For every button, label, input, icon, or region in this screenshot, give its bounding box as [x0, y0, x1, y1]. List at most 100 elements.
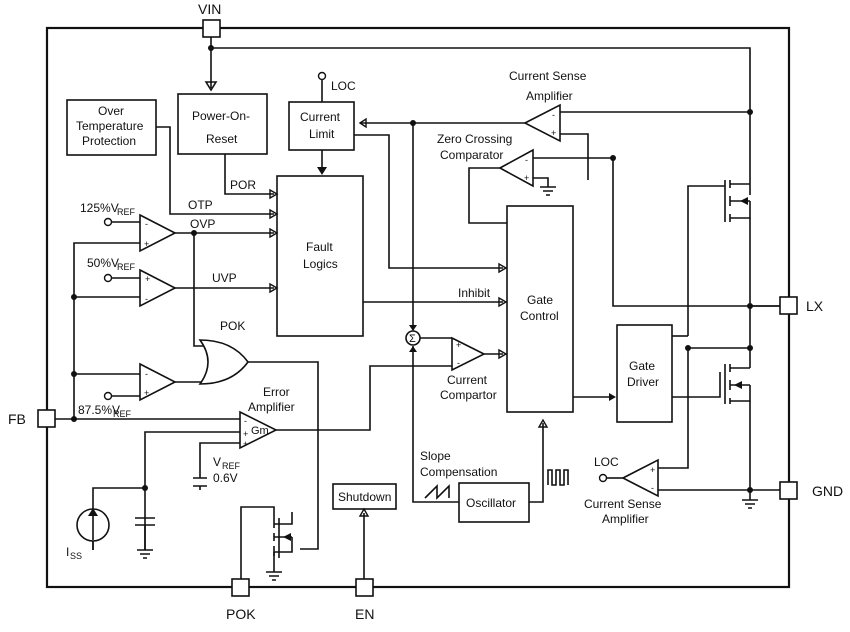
svg-text:-: - [552, 110, 555, 120]
zero-crossing-line1: Zero Crossing [437, 132, 512, 146]
shutdown-label: Shutdown [338, 490, 391, 504]
ref125-label: 125%V [80, 201, 119, 215]
ovp-label: OVP [190, 217, 215, 231]
gate-driver-line2: Driver [627, 375, 659, 389]
fault-logics-line2: Logics [303, 257, 338, 271]
svg-text:+: + [243, 429, 248, 439]
iss-current-source [76, 508, 110, 542]
current-sense-amp-top-line2: Amplifier [526, 89, 573, 103]
gate-driver-block: Gate Driver [616, 324, 673, 423]
pin-en: EN [355, 578, 374, 622]
current-comparator-line2: Compartor [440, 388, 497, 402]
loc-top-label: LOC [331, 79, 356, 93]
pok-gate-label: POK [220, 319, 245, 333]
power-on-reset-block: Power-On- Reset [177, 93, 268, 155]
error-amplifier: - + + [239, 410, 278, 450]
current-sense-amp-bottom-line1: Current Sense [584, 497, 662, 511]
pin-pok: POK [226, 578, 256, 622]
error-amp-line1: Error [263, 385, 290, 399]
slope-comp-line1: Slope [420, 449, 451, 463]
inhibit-label: Inhibit [458, 286, 491, 300]
svg-text:+: + [524, 173, 529, 183]
pin-gnd: GND [779, 481, 843, 500]
pok-comparator: - + [139, 362, 177, 402]
loc-bottom-label: LOC [594, 455, 619, 469]
shutdown-block: Shutdown [332, 483, 397, 510]
fault-logics-block: Fault Logics [276, 175, 364, 337]
ref50-label: 50%V [87, 256, 119, 270]
svg-text:+: + [144, 239, 149, 249]
ref50-sub: REF [117, 262, 136, 272]
current-sense-amp-top-line1: Current Sense [509, 69, 587, 83]
current-limit-line2: Limit [309, 127, 335, 141]
vref-main: V [213, 455, 221, 469]
over-temp-line2: Temperature [76, 119, 144, 133]
sigma-label: Σ [409, 333, 416, 345]
svg-text:-: - [145, 294, 148, 304]
zero-crossing-comparator: - + [498, 148, 534, 188]
ovp-comparator: - + [139, 213, 177, 253]
slope-comp-line2: Compensation [420, 465, 497, 479]
ref125-sub: REF [117, 207, 136, 217]
current-sense-amplifier-bottom: + - [621, 458, 659, 498]
vref-sub: REF [222, 461, 241, 471]
ref875-sub: REF [113, 409, 132, 419]
por-label: POR [230, 178, 256, 192]
svg-text:-: - [457, 358, 460, 368]
oscillator-block: Oscillator [458, 482, 530, 523]
pin-en-label: EN [355, 606, 374, 622]
svg-text:+: + [145, 274, 150, 284]
pin-lx-label: LX [806, 298, 824, 314]
pin-pok-label: POK [226, 606, 256, 622]
uvp-comparator: + - [139, 268, 177, 308]
current-comparator: + - [451, 336, 486, 372]
fault-logics-line1: Fault [306, 240, 333, 254]
over-temp-line1: Over [98, 104, 124, 118]
gate-driver-line1: Gate [629, 359, 655, 373]
svg-text:-: - [244, 416, 247, 426]
svg-text:-: - [145, 219, 148, 229]
low-side-mosfet [672, 364, 751, 404]
vin-rail [210, 37, 751, 195]
otp-label: OTP [188, 198, 213, 212]
zero-crossing-line2: Comparator [440, 148, 503, 162]
svg-text:+: + [650, 465, 655, 475]
vref-value: 0.6V [213, 471, 238, 485]
pin-fb: FB [8, 409, 56, 428]
pin-vin: VIN [198, 1, 221, 38]
pin-fb-label: FB [8, 411, 26, 427]
current-sense-amp-bottom-line2: Amplifier [602, 512, 649, 526]
pin-lx: LX [779, 296, 824, 315]
svg-text:-: - [651, 483, 654, 493]
current-sense-amplifier-top: - + [523, 103, 561, 143]
over-temp-line3: Protection [82, 134, 136, 148]
pok-or-gate [198, 339, 249, 385]
svg-text:+: + [243, 439, 248, 449]
svg-text:+: + [456, 340, 461, 350]
iss-main: I [66, 545, 69, 559]
current-comparator-line1: Current [447, 373, 488, 387]
svg-text:-: - [145, 369, 148, 379]
gate-control-line1: Gate [527, 293, 553, 307]
sawtooth-icon [424, 484, 450, 500]
pulse-icon [547, 469, 569, 486]
gate-control-block: Gate Control [506, 205, 574, 413]
current-limit-line1: Current [300, 110, 341, 124]
iss-sub: SS [70, 551, 82, 561]
por-line2: Reset [206, 132, 238, 146]
ref875-label: 87.5%V [78, 403, 120, 417]
svg-text:+: + [551, 128, 556, 138]
over-temperature-protection-block: Over Temperature Protection [66, 99, 157, 156]
uvp-label: UVP [212, 271, 237, 285]
pok-mosfet [240, 506, 293, 581]
loc-top-terminal [317, 71, 327, 81]
gm-label: Gm [251, 425, 269, 437]
oscillator-label: Oscillator [466, 496, 516, 510]
svg-text:+: + [144, 388, 149, 398]
high-side-mosfet [687, 180, 751, 348]
svg-text:-: - [525, 155, 528, 165]
por-line1: Power-On- [192, 109, 250, 123]
fb-bus [73, 242, 140, 419]
pin-gnd-label: GND [812, 483, 843, 499]
